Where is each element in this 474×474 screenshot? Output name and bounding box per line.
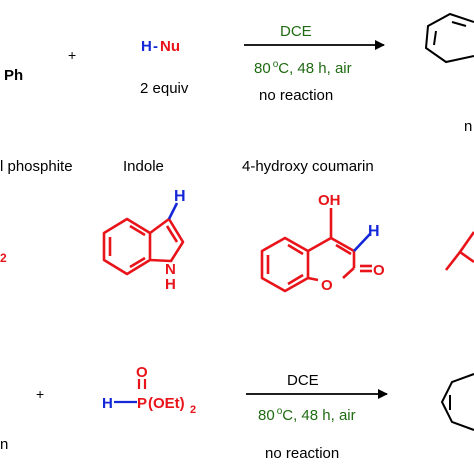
- nucleophile-nu: Nu: [160, 38, 180, 55]
- bottom-result: no reaction: [265, 445, 339, 462]
- coumarin-label: 4-hydroxy coumarin: [242, 158, 374, 175]
- nucleophile-h: H: [141, 38, 152, 55]
- top-product-label-fragment: n: [464, 118, 472, 135]
- reagent-p: P: [137, 395, 147, 412]
- reagent-oet: (OEt): [148, 395, 185, 412]
- coumarin-oh: OH: [318, 192, 341, 209]
- top-result: no reaction: [259, 87, 333, 104]
- indole-nh-h: H: [165, 276, 176, 293]
- indole-label: Indole: [123, 158, 164, 175]
- diethyl-phosphite-reagent: H P (OEt) 2 O: [102, 364, 196, 416]
- top-left-fragment: Ph: [4, 67, 23, 84]
- top-solvent: DCE: [280, 23, 312, 40]
- nucleophile-equiv: 2 equiv: [140, 80, 189, 97]
- bottom-plus-sign: +: [36, 386, 44, 402]
- coumarin-structure: OH H O O: [260, 192, 385, 294]
- reagent-o: O: [136, 364, 148, 381]
- reagent-h: H: [102, 395, 113, 412]
- indole-ch-bond: [167, 202, 179, 220]
- right-nucleophile-fragment: [444, 231, 474, 271]
- phosphite-label: l phosphite: [0, 158, 73, 175]
- indole-h: H: [174, 188, 186, 205]
- coumarin-keto-o: O: [373, 262, 385, 279]
- nucleophile-dash: -: [153, 38, 158, 55]
- coumarin-ring-o: O: [321, 277, 333, 294]
- bottom-solvent: DCE: [287, 372, 319, 389]
- bottom-product-fragment: [440, 373, 474, 431]
- top-plus-sign: +: [68, 47, 76, 63]
- bottom-left-fragment: n: [0, 436, 8, 453]
- reagent-oet-subscript: 2: [190, 404, 196, 416]
- coumarin-ch-bond: [353, 233, 371, 252]
- indole-structure: H N H: [102, 188, 186, 293]
- indole-n: N: [165, 261, 176, 278]
- top-product-fragment: [424, 12, 474, 64]
- coumarin-h: H: [368, 223, 380, 240]
- phosphite-fragment: 2: [0, 251, 7, 265]
